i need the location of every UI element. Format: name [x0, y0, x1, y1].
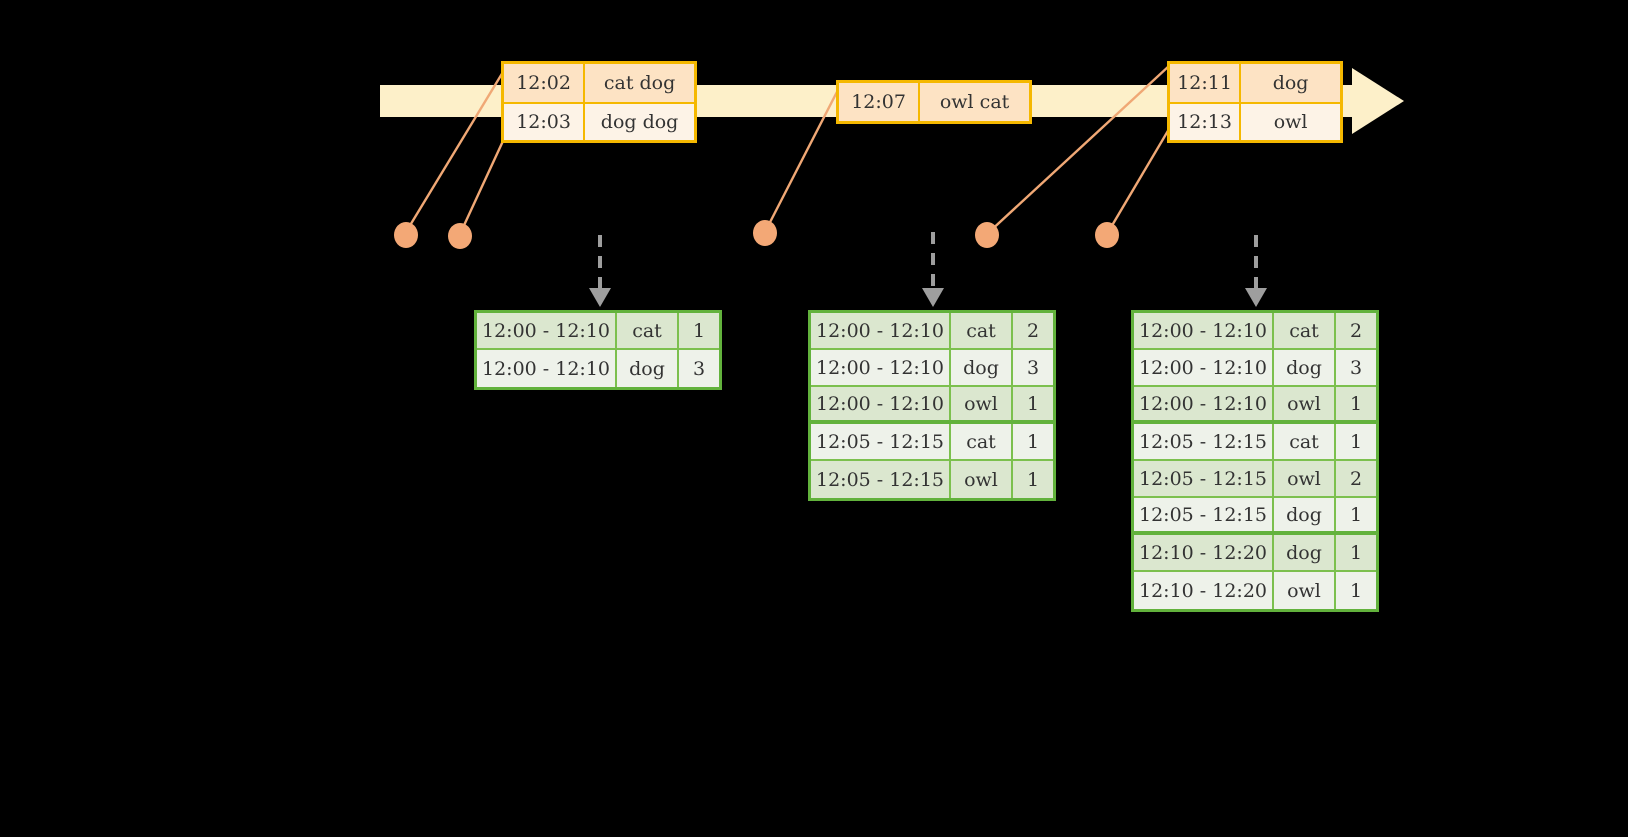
result-count: 1 [1349, 541, 1363, 564]
result-window: 12:00 - 12:10 [477, 350, 617, 387]
event-marker-1207 [753, 220, 777, 246]
event-row[interactable]: 12:03 dog dog [504, 102, 694, 140]
result-key: owl [1274, 461, 1336, 496]
result-window: 12:05 - 12:15 [811, 461, 951, 498]
result-key: cat [951, 313, 1013, 348]
result-count: 1 [1349, 579, 1363, 602]
result-window: 12:05 - 12:15 [1134, 424, 1274, 459]
result-window: 12:00 - 12:10 [811, 350, 951, 385]
result-key: dog [1274, 350, 1336, 385]
result-window: 12:00 - 12:10 [477, 313, 617, 348]
event-time: 12:03 [504, 104, 586, 140]
event-marker-1211 [975, 222, 999, 248]
event-row[interactable]: 12:02 cat dog [504, 64, 694, 102]
event-time: 12:11 [1170, 64, 1242, 102]
result-window: 12:10 - 12:20 [1134, 572, 1274, 609]
result-key: owl [951, 387, 1013, 420]
result-count: 1 [1026, 392, 1040, 415]
connector-1203 [458, 127, 511, 235]
result-window: 12:00 - 12:10 [811, 387, 951, 420]
event-value: dog [1272, 72, 1309, 94]
result-window: 12:00 - 12:10 [1134, 313, 1274, 348]
connector-1213 [1105, 123, 1174, 235]
event-row[interactable]: 12:11 dog [1170, 64, 1340, 102]
emit-arrow-2-head-icon [922, 288, 944, 307]
event-row[interactable]: 12:07 owl cat [839, 83, 1029, 121]
result-count: 2 [1349, 319, 1363, 342]
result-key: cat [617, 313, 679, 348]
emit-arrow-1-head-icon [589, 288, 611, 307]
result-count: 3 [1349, 356, 1363, 379]
timeline-arrowhead-icon [1352, 68, 1404, 134]
result-key: dog [1274, 535, 1336, 570]
event-value: owl [1273, 111, 1308, 133]
event-value: dog dog [600, 111, 679, 133]
emit-arrow-3-head-icon [1245, 288, 1267, 307]
result-count: 1 [1349, 392, 1363, 415]
result-count: 1 [1026, 468, 1040, 491]
event-group-3[interactable]: 12:11 dog 12:13 owl [1167, 61, 1343, 143]
event-value: cat dog [603, 72, 676, 94]
result-key: cat [1274, 424, 1336, 459]
result-window: 12:05 - 12:15 [1134, 498, 1274, 531]
result-key: dog [617, 350, 679, 387]
result-window: 12:00 - 12:10 [1134, 387, 1274, 420]
result-key: cat [1274, 313, 1336, 348]
event-marker-1202 [394, 222, 418, 248]
event-row[interactable]: 12:13 owl [1170, 102, 1340, 140]
result-key: dog [1274, 498, 1336, 531]
result-count: 3 [692, 357, 706, 380]
event-time: 12:07 [839, 83, 921, 121]
result-key: owl [1274, 572, 1336, 609]
result-window: 12:05 - 12:15 [1134, 461, 1274, 496]
result-window: 12:00 - 12:10 [1134, 350, 1274, 385]
event-marker-1213 [1095, 222, 1119, 248]
result-window: 12:05 - 12:15 [811, 424, 951, 459]
result-window: 12:00 - 12:10 [811, 313, 951, 348]
result-count: 1 [1349, 430, 1363, 453]
event-value: owl cat [939, 91, 1010, 113]
event-time: 12:13 [1170, 104, 1242, 140]
result-count: 2 [1349, 467, 1363, 490]
result-count: 1 [1026, 430, 1040, 453]
result-count: 1 [1349, 503, 1363, 526]
event-group-1[interactable]: 12:02 cat dog 12:03 dog dog [501, 61, 697, 143]
result-count: 3 [1026, 356, 1040, 379]
result-key: cat [951, 424, 1013, 459]
event-time: 12:02 [504, 64, 586, 102]
result-count: 2 [1026, 319, 1040, 342]
event-group-2[interactable]: 12:07 owl cat [836, 80, 1032, 124]
result-count: 1 [692, 319, 706, 342]
event-marker-1203 [448, 223, 472, 249]
result-key: owl [1274, 387, 1336, 420]
result-key: owl [951, 461, 1013, 498]
result-window: 12:10 - 12:20 [1134, 535, 1274, 570]
result-key: dog [951, 350, 1013, 385]
